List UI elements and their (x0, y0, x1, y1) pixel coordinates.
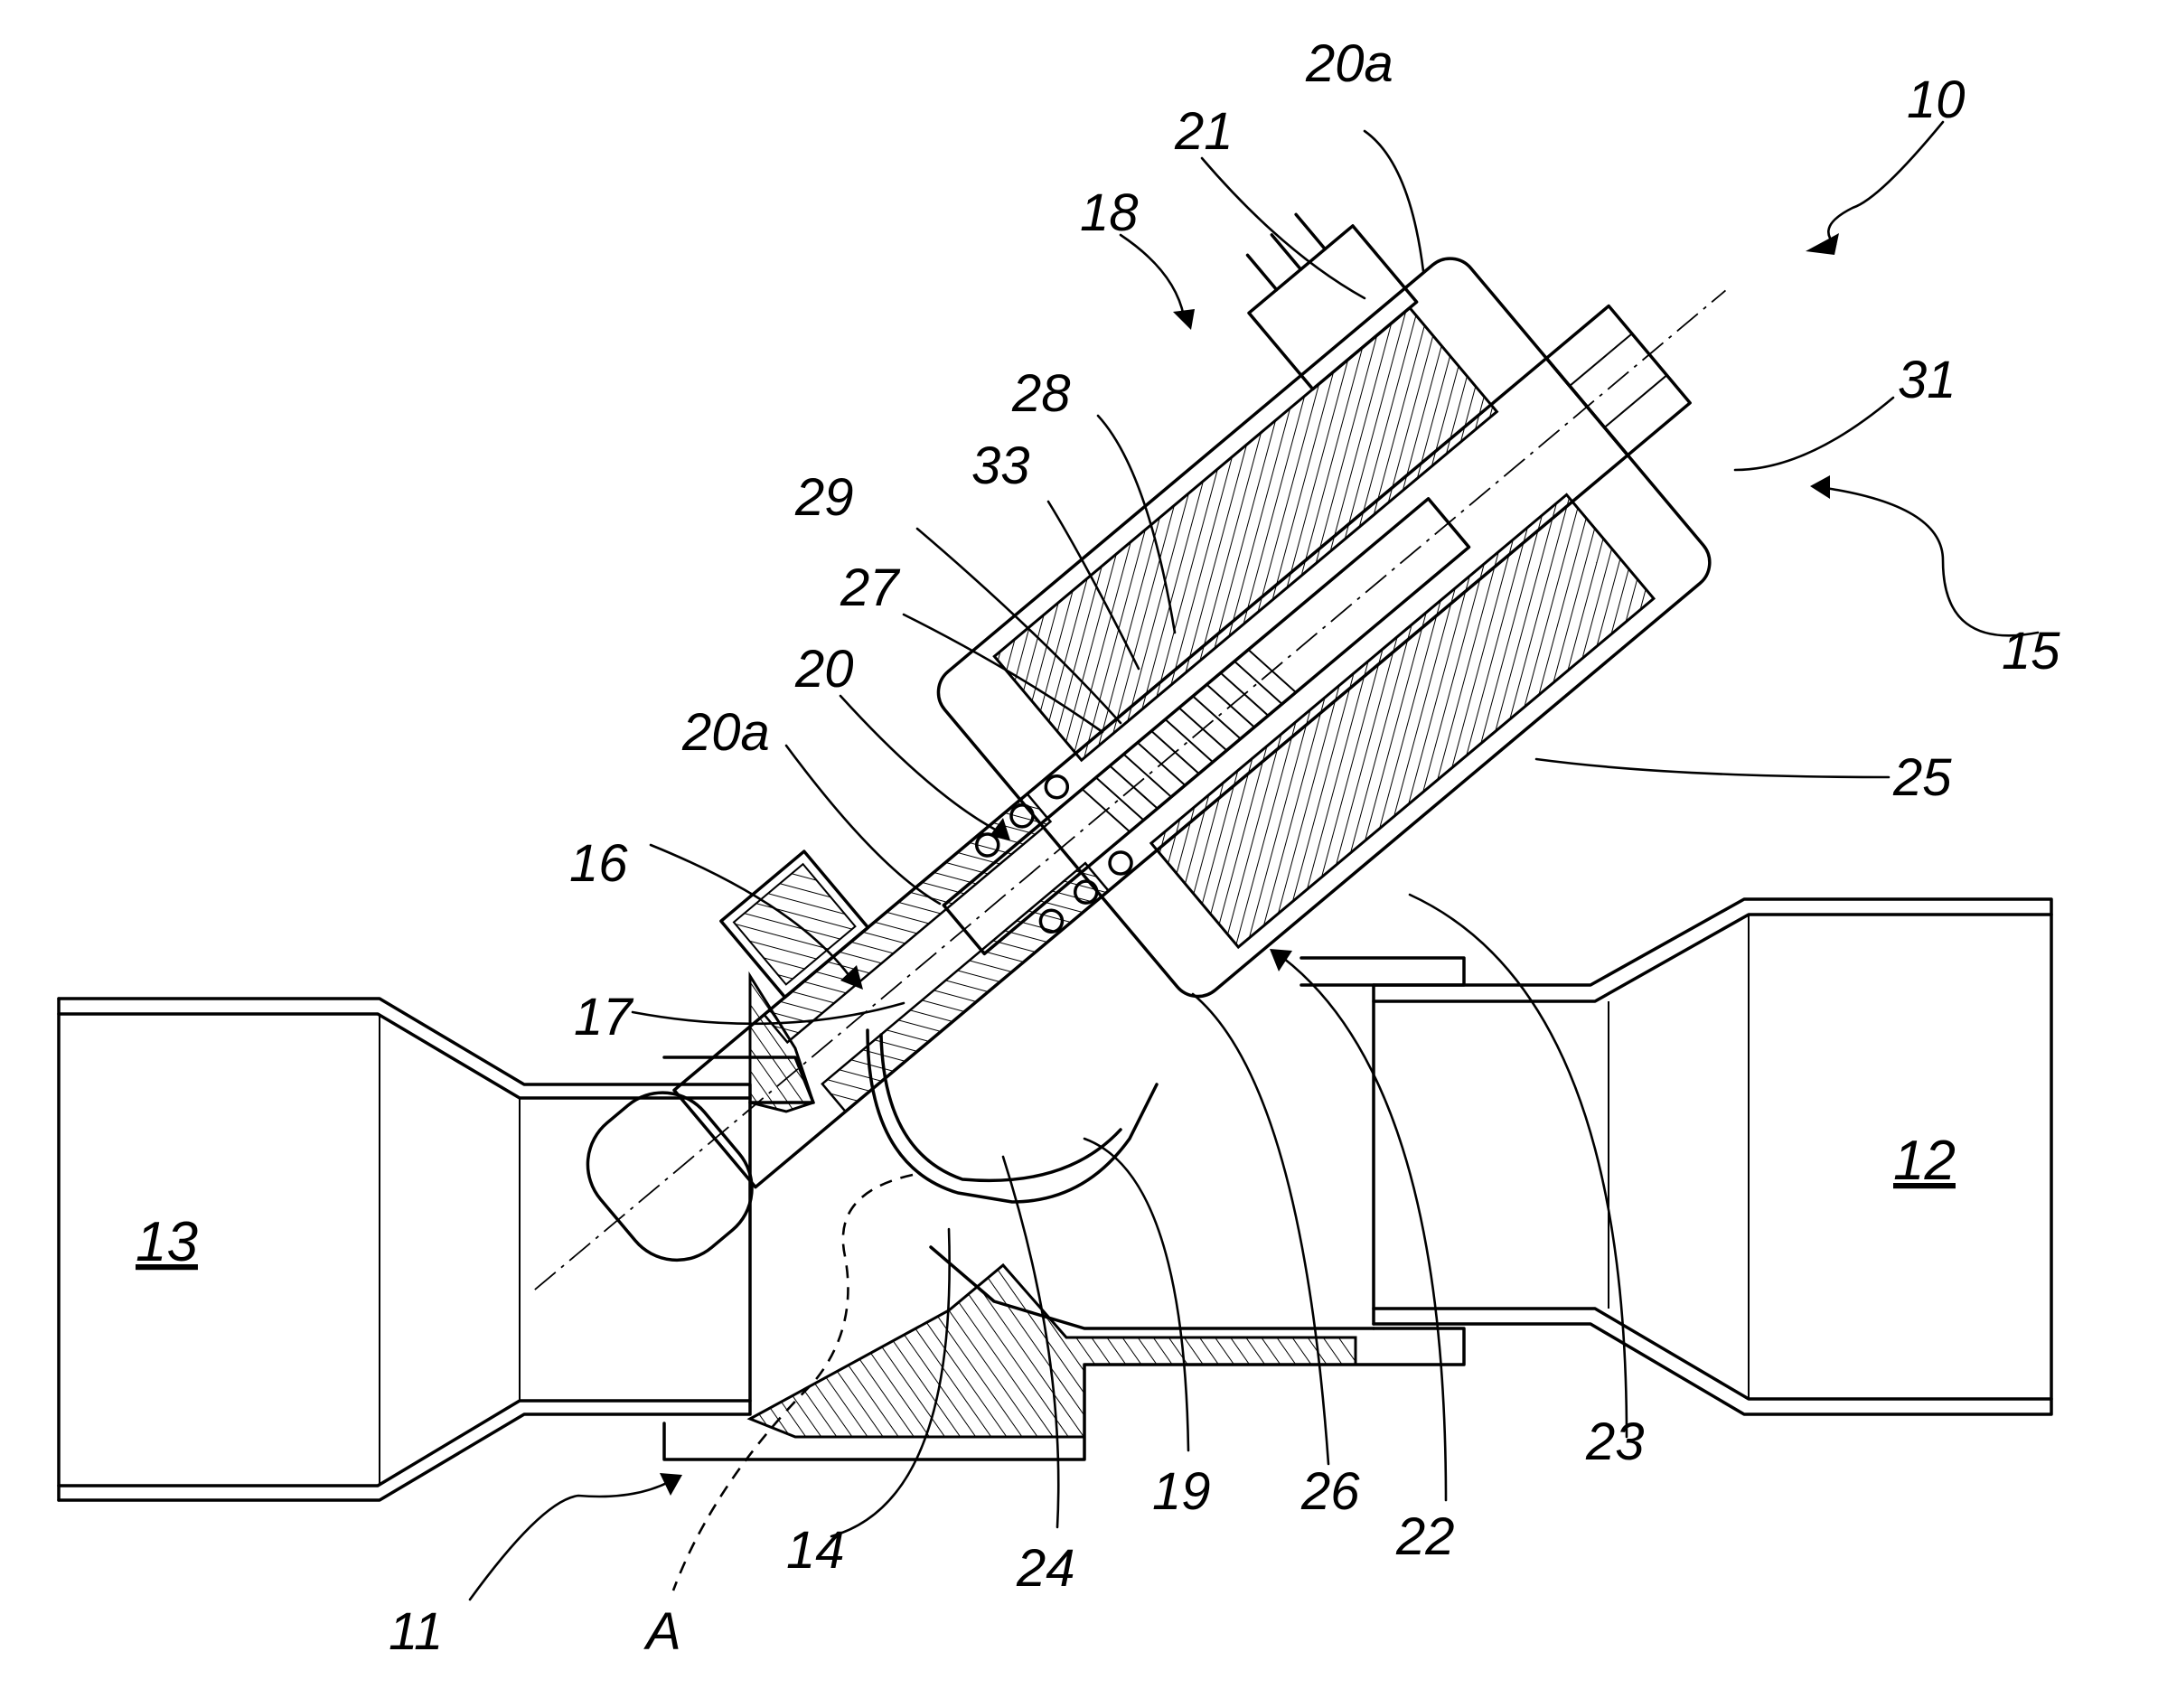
label-20: 20 (794, 640, 854, 699)
label-a: A (643, 1602, 681, 1661)
label-15: 15 (2002, 622, 2060, 680)
label-11: 11 (389, 1602, 443, 1661)
actuator-assembly (320, 34, 1859, 1449)
label-14: 14 (786, 1521, 845, 1580)
label-33: 33 (971, 436, 1030, 495)
reference-labels: 10 20a 21 18 31 15 28 33 29 27 20 20a 25… (136, 34, 2060, 1661)
label-25: 25 (1892, 748, 1952, 807)
label-16: 16 (569, 834, 628, 893)
label-26: 26 (1300, 1462, 1360, 1521)
label-24: 24 (1016, 1539, 1075, 1598)
label-12: 12 (1893, 1130, 1956, 1192)
label-20a-top: 20a (1305, 34, 1393, 93)
label-19: 19 (1152, 1462, 1211, 1521)
label-13: 13 (136, 1211, 198, 1273)
label-20a-left: 20a (681, 703, 770, 762)
label-29: 29 (794, 468, 854, 527)
label-17: 17 (574, 988, 634, 1046)
label-28: 28 (1011, 364, 1071, 423)
label-10: 10 (1907, 70, 1966, 129)
label-18: 18 (1080, 183, 1139, 242)
label-22: 22 (1395, 1507, 1455, 1566)
label-27: 27 (840, 558, 901, 617)
label-31: 31 (1898, 351, 1956, 409)
label-23: 23 (1585, 1412, 1645, 1471)
label-21: 21 (1174, 102, 1234, 161)
